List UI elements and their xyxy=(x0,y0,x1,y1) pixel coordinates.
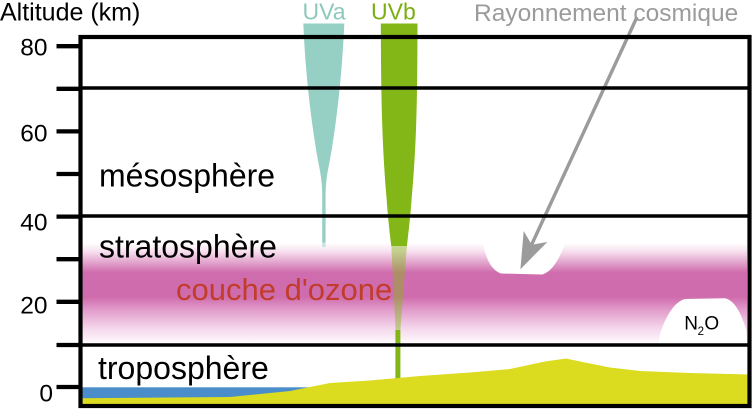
svg-text:40: 40 xyxy=(20,210,47,237)
svg-text:80: 80 xyxy=(20,35,47,62)
svg-text:UVa: UVa xyxy=(303,0,346,24)
svg-text:couche d'ozone: couche d'ozone xyxy=(176,272,392,307)
svg-text:Rayonnement cosmique: Rayonnement cosmique xyxy=(474,0,738,27)
svg-text:0: 0 xyxy=(39,381,53,408)
svg-text:2: 2 xyxy=(698,326,704,338)
svg-text:mésosphère: mésosphère xyxy=(99,158,275,194)
svg-text:Altitude (km): Altitude (km) xyxy=(0,0,140,27)
svg-text:stratosphère: stratosphère xyxy=(99,229,277,265)
svg-text:N: N xyxy=(684,313,698,334)
svg-text:troposphère: troposphère xyxy=(98,350,269,386)
svg-text:O: O xyxy=(704,313,719,334)
svg-text:UVb: UVb xyxy=(371,0,416,24)
svg-text:20: 20 xyxy=(20,293,47,320)
svg-text:60: 60 xyxy=(20,121,47,148)
